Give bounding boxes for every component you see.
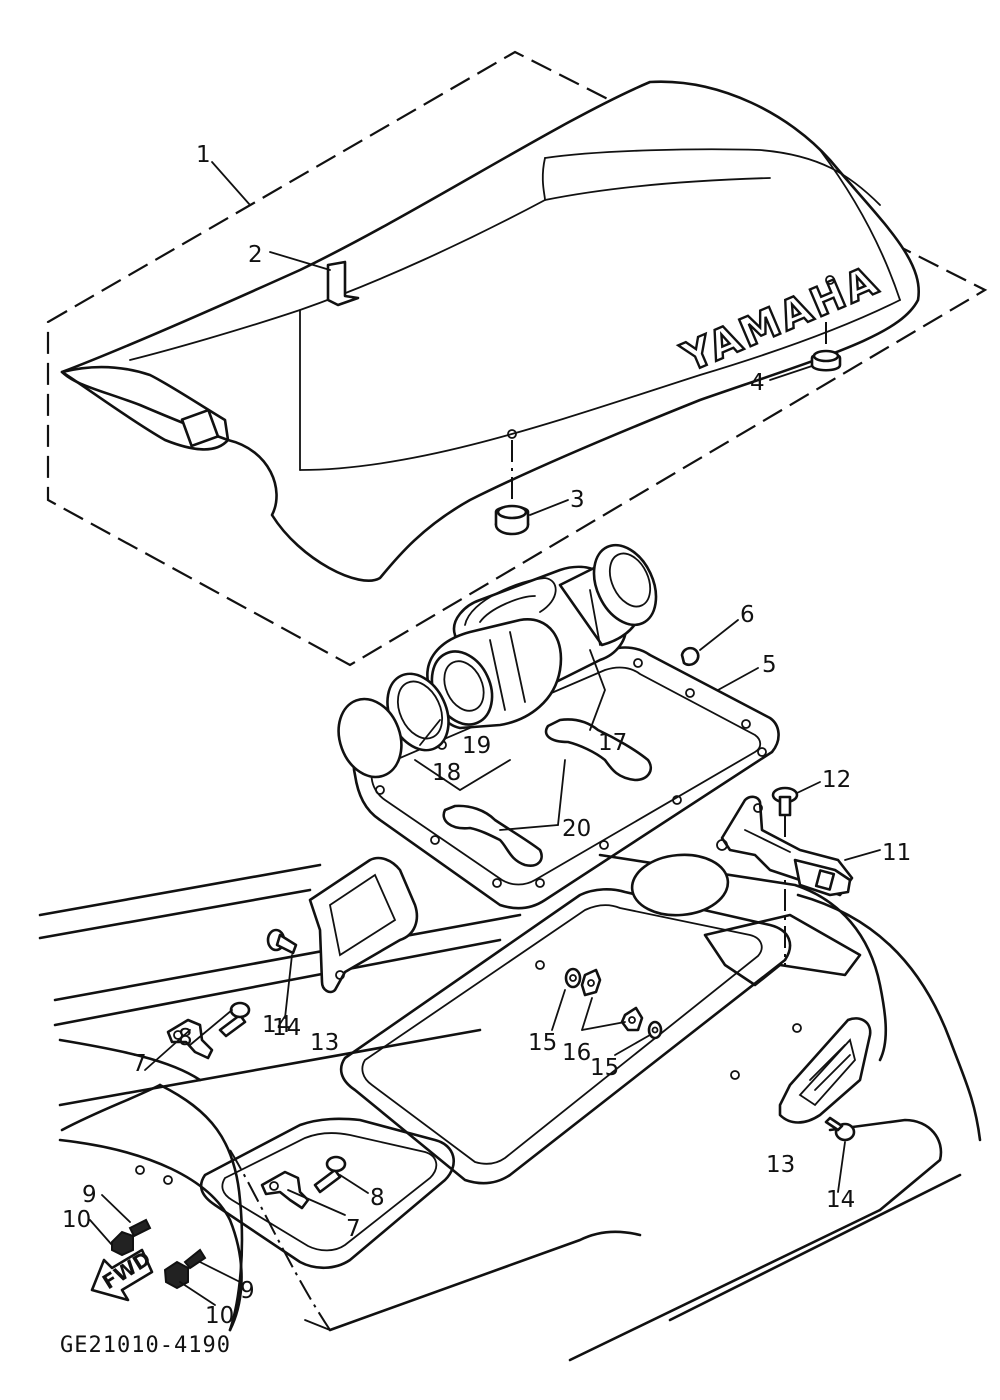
callout-4: 4 [750, 370, 765, 396]
callout-5: 5 [762, 652, 777, 678]
callout-labels: 1 2 3 4 5 6 7 8 7 8 9 10 9 10 11 12 13 1… [62, 142, 911, 1329]
gasket-right [544, 718, 653, 782]
callout-13-right: 13 [766, 1152, 795, 1178]
seat-front-opening [60, 365, 230, 451]
callout-14-mid: 14 [262, 1012, 291, 1038]
callout-3: 3 [570, 487, 585, 513]
callout-19: 19 [462, 733, 491, 759]
washer-nut-set [564, 967, 663, 1040]
callout-1: 1 [196, 142, 211, 168]
damper-4 [810, 349, 842, 372]
callout-13-left: 13 [310, 1030, 339, 1056]
clip [680, 646, 700, 667]
latch-bolt [771, 786, 799, 817]
callout-6: 6 [740, 602, 755, 628]
callout-12: 12 [822, 767, 851, 793]
drawing-code: GE21010-4190 [60, 1333, 231, 1358]
nut-10-upper [111, 1218, 152, 1257]
callout-14-right: 14 [826, 1187, 855, 1213]
deck-opening-center [339, 888, 792, 1185]
callout-7-upper: 7 [132, 1051, 147, 1077]
seat-group: YAMAHA [46, 50, 988, 667]
hull-deck [38, 815, 982, 1362]
callout-11: 11 [882, 840, 911, 866]
callout-9-upper: 9 [82, 1182, 97, 1208]
callout-9-lower: 9 [240, 1278, 255, 1304]
seat-latch [180, 408, 220, 448]
callout-18: 18 [432, 760, 461, 786]
callout-15-left: 15 [528, 1030, 557, 1056]
callout-10-upper: 10 [62, 1207, 91, 1233]
callout-10-lower: 10 [205, 1303, 234, 1329]
deck-outline [58, 1138, 243, 1332]
callout-17: 17 [598, 730, 627, 756]
deck-opening-rear [199, 1117, 455, 1270]
clamp-7-lower [260, 1155, 347, 1210]
decal-tab [326, 260, 360, 307]
bolt-14-right [824, 1116, 856, 1142]
bolt-14-left [266, 928, 298, 955]
latch [716, 795, 854, 897]
deck-recess [630, 853, 730, 917]
leader-lines [89, 161, 881, 1306]
callout-8-lower: 8 [370, 1185, 385, 1211]
seat-group-dashed-frame [46, 50, 988, 667]
callout-2: 2 [248, 242, 263, 268]
hinge-left [308, 856, 419, 994]
breather-body [426, 543, 658, 730]
callout-20: 20 [562, 816, 591, 842]
callout-7-lower: 7 [346, 1216, 361, 1242]
callout-14-left: 14 [272, 1015, 301, 1041]
callout-15-right: 15 [590, 1055, 619, 1081]
callout-16: 16 [562, 1040, 591, 1066]
gasket-left [442, 804, 543, 867]
seat-cushion [60, 80, 921, 582]
damper-3 [494, 504, 530, 536]
hatch-assembly [337, 543, 780, 910]
hinge-right [778, 1017, 872, 1124]
nut-10-lower [163, 1248, 207, 1290]
callout-8-upper: 8 [178, 1025, 193, 1051]
cap [337, 697, 403, 779]
